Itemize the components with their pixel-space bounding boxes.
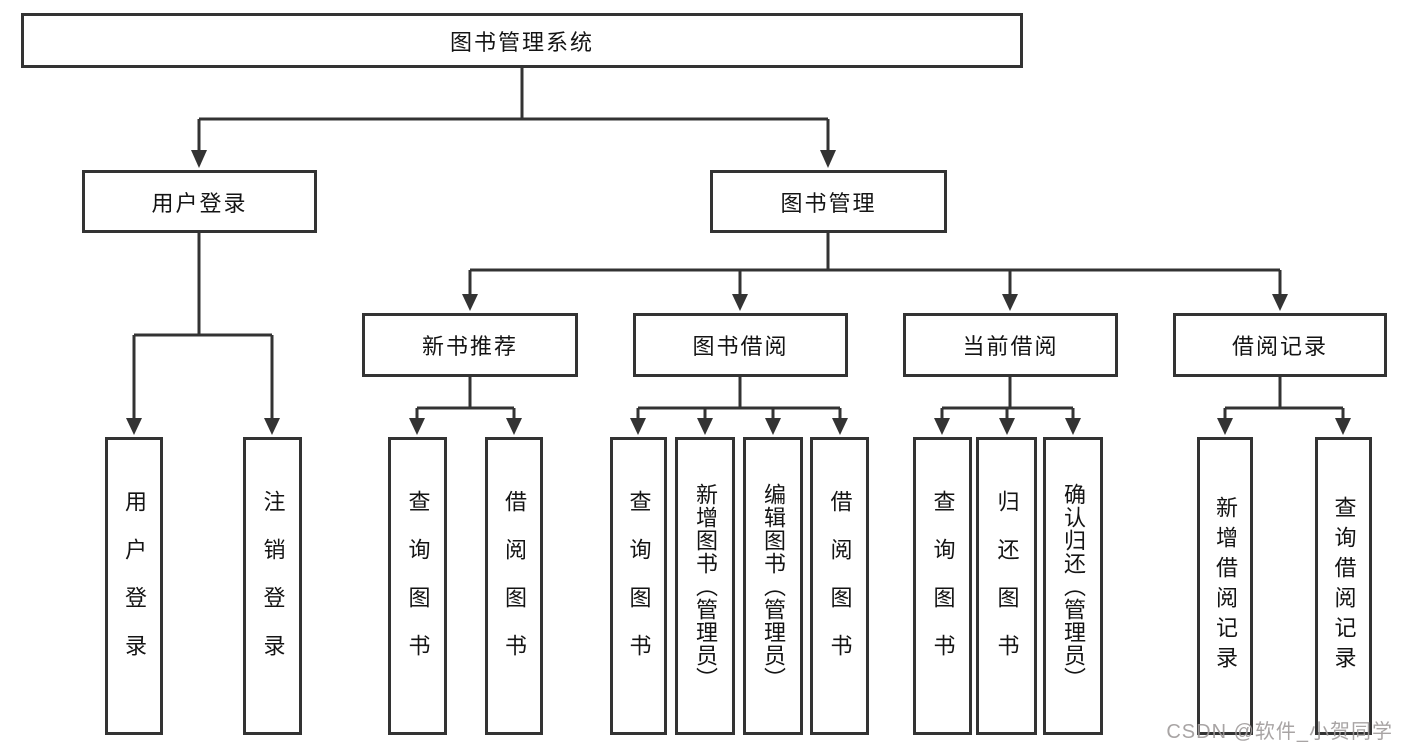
arrow-down-icon <box>191 150 207 168</box>
leaf-borrow-book-2: 借阅图书 <box>810 437 869 735</box>
node-borrow-records: 借阅记录 <box>1173 313 1387 377</box>
csdn-watermark: CSDN @软件_小贺同学 <box>1166 721 1393 743</box>
leaf-logout: 注销登录 <box>243 437 302 735</box>
connector-book-borrow <box>636 377 842 420</box>
leaf-query-book-1: 查询图书 <box>388 437 447 735</box>
arrow-down-icon <box>506 418 522 435</box>
arrow-down-icon <box>1272 294 1288 311</box>
leaf-confirm-return: 确认归还（管理员） <box>1043 437 1103 735</box>
node-book-mgmt: 图书管理 <box>710 170 947 233</box>
node-root: 图书管理系统 <box>21 13 1023 68</box>
arrow-down-icon <box>832 418 848 435</box>
arrow-down-icon <box>462 294 478 311</box>
leaf-user-login: 用户登录 <box>105 437 163 735</box>
connector-book-mgmt <box>468 233 1282 297</box>
node-user-login: 用户登录 <box>82 170 317 233</box>
arrow-down-icon <box>126 418 142 435</box>
arrow-down-icon <box>934 418 950 435</box>
arrow-down-icon <box>630 418 646 435</box>
arrow-down-icon <box>264 418 280 435</box>
connector-user-login <box>132 233 274 420</box>
leaf-edit-book: 编辑图书（管理员） <box>743 437 803 735</box>
arrow-down-icon <box>1002 294 1018 311</box>
leaf-query-borrow-record: 查询借阅记录 <box>1315 437 1372 735</box>
connector-borrow-records <box>1223 377 1345 420</box>
node-new-book-rec: 新书推荐 <box>362 313 578 377</box>
arrow-down-icon <box>765 418 781 435</box>
leaf-add-book: 新增图书（管理员） <box>675 437 735 735</box>
connector-current-borrow <box>940 377 1075 420</box>
arrow-down-icon <box>697 418 713 435</box>
connector-root <box>197 68 830 152</box>
leaf-query-book-3: 查询图书 <box>913 437 972 735</box>
arrow-down-icon <box>1065 418 1081 435</box>
node-current-borrow: 当前借阅 <box>903 313 1118 377</box>
arrow-down-icon <box>409 418 425 435</box>
node-book-borrow: 图书借阅 <box>633 313 848 377</box>
arrow-down-icon <box>820 150 836 168</box>
arrow-down-icon <box>1335 418 1351 435</box>
leaf-return-book: 归还图书 <box>976 437 1037 735</box>
arrow-down-icon <box>1217 418 1233 435</box>
leaf-query-book-2: 查询图书 <box>610 437 667 735</box>
leaf-borrow-book-1: 借阅图书 <box>485 437 543 735</box>
connector-new-book-rec <box>415 377 516 420</box>
arrow-down-icon <box>732 294 748 311</box>
arrow-down-icon <box>999 418 1015 435</box>
leaf-add-borrow-record: 新增借阅记录 <box>1197 437 1253 735</box>
